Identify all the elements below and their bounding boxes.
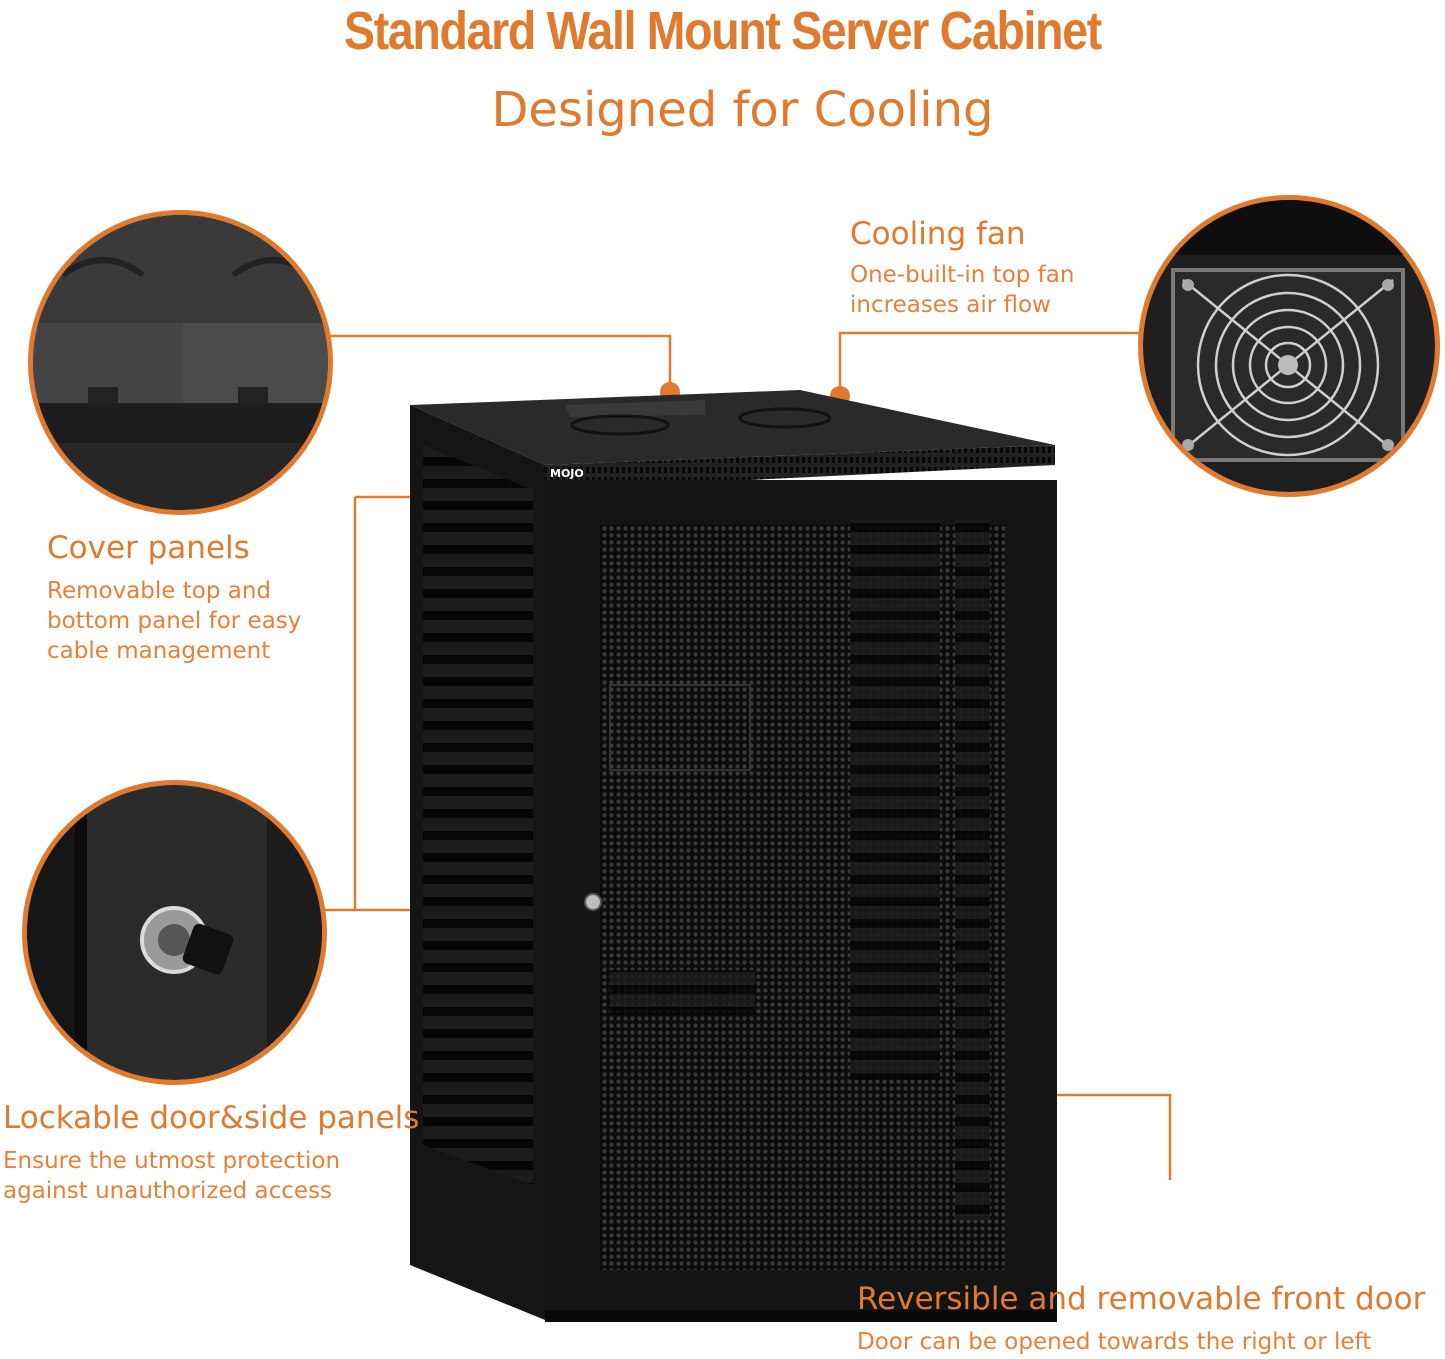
cover-panels-desc-line3: cable management (47, 638, 271, 664)
cooling-fan-desc-line1: One-built-in top fan (850, 262, 1075, 288)
cover-panels-desc-line1: Removable top and (47, 578, 272, 604)
cooling-fan-zoom-image (1138, 195, 1440, 497)
front-door-title: Reversible and removable front door (857, 1281, 1426, 1317)
front-door-desc-line1: Door can be opened towards the right or … (857, 1329, 1372, 1355)
cooling-fan-title: Cooling fan (850, 216, 1026, 252)
page-title: Standard Wall Mount Server Cabinet (344, 1, 1102, 61)
lockable-desc-line1: Ensure the utmost protection (3, 1148, 341, 1174)
brand-logo: MOJO (550, 467, 584, 480)
cover-panels-desc-line2: bottom panel for easy (47, 608, 302, 634)
lock-zoom-image (22, 780, 327, 1085)
lockable-title: Lockable door&side panels (3, 1100, 420, 1136)
page-subtitle: Designed for Cooling (491, 82, 994, 138)
cover-panels-zoom-image (28, 210, 333, 515)
cover-panels-title: Cover panels (47, 530, 250, 566)
lock-icon (584, 893, 602, 911)
cooling-fan-desc-line2: increases air flow (850, 292, 1051, 318)
server-cabinet-image: MOJO (410, 390, 1057, 1322)
lockable-desc-line2: against unauthorized access (3, 1178, 333, 1204)
